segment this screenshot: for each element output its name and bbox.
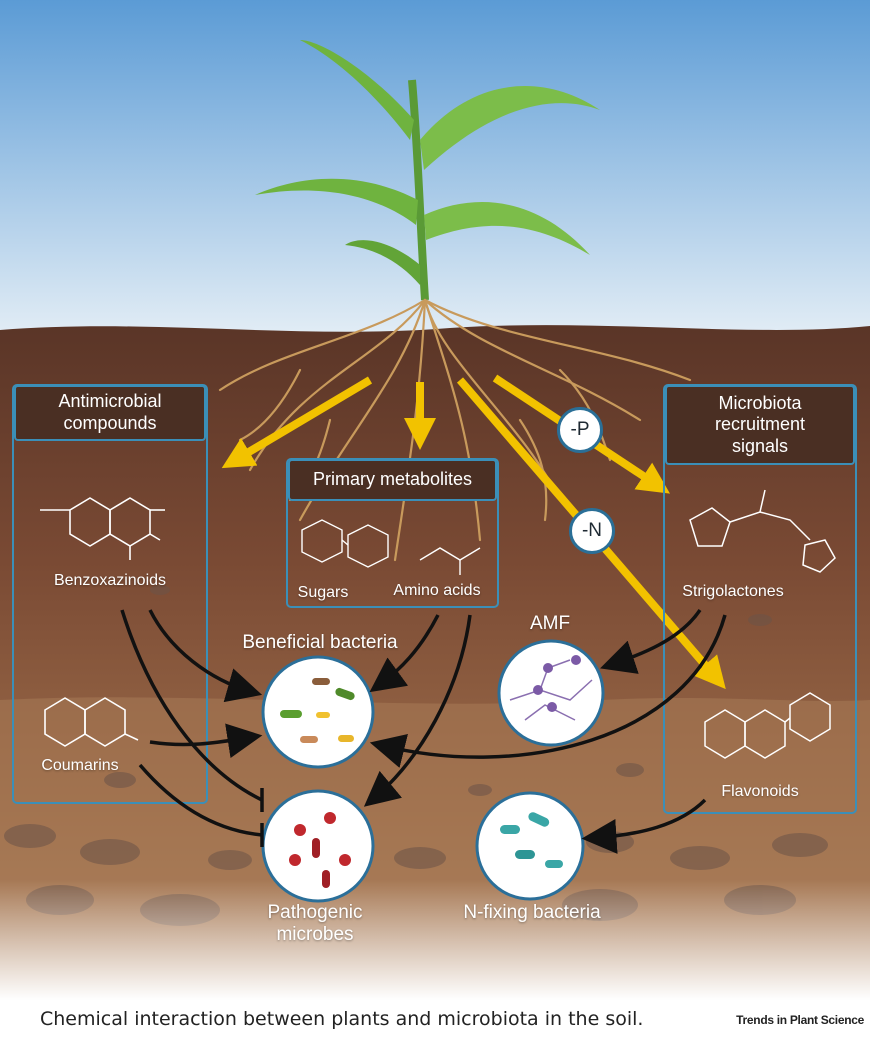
leaf [345, 240, 420, 285]
leaf [420, 86, 600, 170]
benzoxazinoids-label: Benzoxazinoids [53, 572, 167, 589]
flavonoids-label: Flavonoids [721, 783, 799, 800]
inhibit-coumarins-to-pathogenic [138, 763, 263, 837]
amf-circle [497, 639, 605, 747]
arrow-coumarins-to-beneficial [149, 723, 263, 759]
antimicrobial-title: Antimicrobial compounds [14, 385, 206, 441]
arrow-benzox-to-beneficial [148, 609, 263, 703]
interaction-arrows [120, 609, 727, 854]
sugar-structure [301, 519, 389, 568]
leaf [255, 178, 418, 225]
sky [0, 0, 870, 340]
journal-logo: Trends in Plant Science [736, 1013, 864, 1027]
diagram-canvas [0, 0, 870, 1000]
microbiota-title: Microbiota recruitment signals [665, 385, 855, 465]
inhibit-benzox-to-pathogenic [120, 609, 263, 802]
amino-acid-structure [419, 547, 481, 575]
arrow-primary-to-beneficial [369, 614, 440, 693]
coumarins-label: Coumarins [41, 757, 119, 774]
arrow-strigo-to-beneficial [369, 614, 727, 768]
sugars-label: Sugars [297, 584, 349, 601]
strigolactone-structure [689, 489, 836, 573]
benzoxazinoid-structure [40, 497, 165, 560]
arrow-strigo-to-amf [600, 609, 702, 674]
pathogenic-microbes-label: Pathogenic microbes [267, 902, 363, 945]
beneficial-bacteria-label: Beneficial bacteria [242, 632, 398, 653]
arrow-primary-to-pathogenic [363, 614, 472, 807]
amf-label: AMF [529, 613, 571, 634]
leaf [300, 40, 414, 140]
figure-caption: Chemical interaction between plants and … [40, 1008, 644, 1030]
coumarin-structure [44, 697, 139, 747]
maize-plant [255, 40, 600, 301]
bottom-fade [0, 880, 870, 1000]
beneficial-bacteria-circle [261, 655, 375, 769]
n-fixing-bacteria-label: N-fixing bacteria [463, 902, 601, 923]
nitrogen-deficiency-badge: -N [569, 508, 615, 554]
n-fixing-bacteria-circle [475, 791, 585, 901]
phosphate-deficiency-badge: -P [557, 407, 603, 453]
strigolactones-label: Strigolactones [682, 583, 784, 600]
flavonoid-structure [704, 692, 831, 759]
arrow-to-antimicrobial [221, 376, 373, 469]
leaf [424, 202, 590, 255]
pathogenic-microbes-circle [261, 789, 375, 903]
primary-metabolites-title: Primary metabolites [288, 459, 497, 501]
amino-acids-label: Amino acids [393, 582, 481, 599]
arrow-flavonoids-to-nfixing [581, 798, 707, 854]
